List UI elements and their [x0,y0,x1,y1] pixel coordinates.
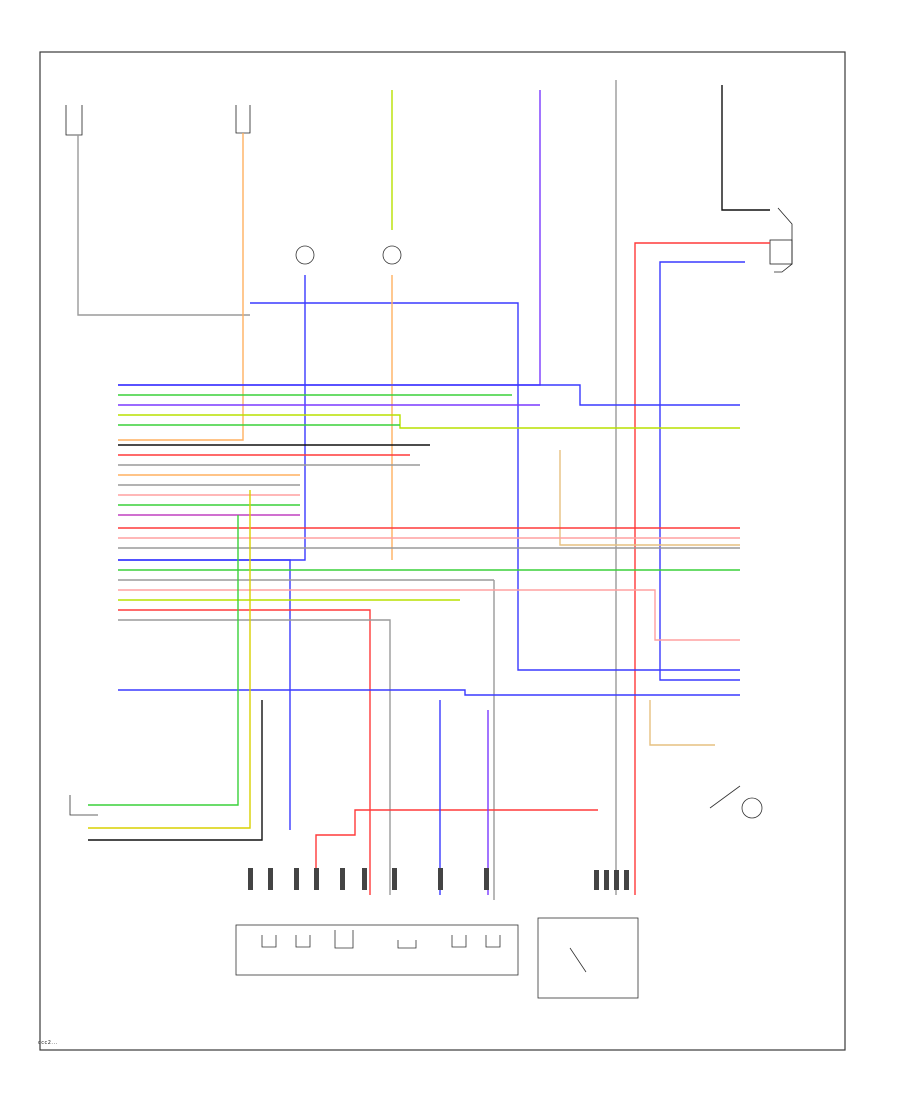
pin [294,868,299,890]
lower-harness [88,490,598,895]
pin [314,868,319,890]
pin [268,868,273,890]
wire-tan-sensor [649,700,715,746]
wire-fuse-4 [721,85,770,211]
pin [484,868,489,890]
row-22 [118,609,371,895]
wire-blue-switch [118,275,306,561]
motor-symbol [741,797,763,819]
mode-switch-lever [569,947,587,973]
pin [438,868,443,890]
sensor-arm [709,785,741,809]
pin [624,870,629,890]
row-4 [118,414,740,429]
row-23 [118,619,391,895]
lower-green [88,515,239,806]
wire-tan-down [559,450,740,546]
wire-position-sensor [118,133,244,441]
bottom-components [69,785,741,999]
pin [392,868,397,890]
wire-fuse-2 [118,90,541,386]
row-17 [118,559,291,830]
lower-yellow [88,490,251,829]
row-20 [118,589,740,641]
wire-blue-main [250,302,740,671]
switch-b-symbol [382,245,402,265]
relay-box [769,239,793,265]
ecu-connector-rows [118,384,740,895]
mode-switch-box [537,917,639,999]
transaxle-box [235,924,519,976]
solenoid-4 [397,940,417,949]
wire-relay-blue [659,261,745,681]
diagram-frame [39,51,846,1051]
solenoid-6 [485,935,501,948]
solenoid-5 [451,935,467,948]
pin [340,868,345,890]
footer-code: ccc2... [38,1040,58,1046]
solenoid-3 [334,930,354,949]
pin [614,870,619,890]
pin [248,868,253,890]
wire-speed-sensor [77,135,250,316]
switch-a-symbol [295,245,315,265]
pin [594,870,599,890]
top-sensors [65,105,793,273]
solenoid-2 [295,935,311,948]
wires-vertical [77,80,770,900]
lower-red [315,809,598,880]
switch-symbols [295,245,763,819]
pin [604,870,609,890]
pin [362,868,367,890]
row-1 [118,384,740,406]
row-24 [118,689,740,696]
connector-pins [248,868,629,890]
speed-sensor-symbol [65,105,83,136]
lower-dark [88,700,263,841]
throttle-sensor-symbol [69,795,98,816]
position-sensor-symbol [235,105,251,134]
solenoid-1 [261,935,277,948]
wire-relay-red [634,242,770,895]
